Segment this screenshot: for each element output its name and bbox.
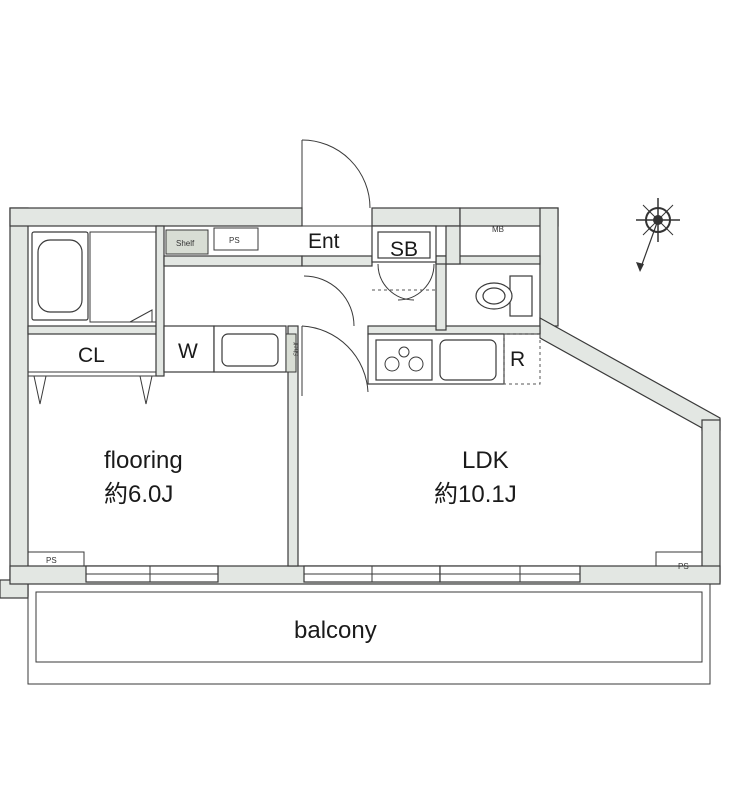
ps-left-label: PS bbox=[46, 556, 57, 565]
shelf-bath-label: Shelf bbox=[176, 239, 195, 248]
compass-rose-icon bbox=[636, 198, 680, 272]
kitchen bbox=[367, 333, 541, 385]
ldk-door bbox=[301, 275, 369, 396]
entrance-door bbox=[301, 139, 437, 263]
ps-right: PS bbox=[655, 551, 703, 571]
bathroom bbox=[31, 231, 157, 323]
ps-right-label: PS bbox=[678, 562, 689, 571]
meter-box-label: MB bbox=[492, 225, 504, 234]
fridge-label: R bbox=[510, 348, 525, 371]
washer-label: W bbox=[178, 340, 198, 363]
closet-label: CL bbox=[78, 344, 105, 367]
ps-top-label: PS bbox=[229, 236, 240, 245]
entrance-label: Ent bbox=[308, 230, 340, 253]
toilet-door bbox=[372, 263, 436, 301]
ps-top: PS bbox=[213, 227, 259, 251]
washer-area: Shelf bbox=[163, 325, 300, 373]
bedroom-size-label: 約6.0J bbox=[104, 481, 173, 508]
ldk-size-label: 約10.1J bbox=[434, 481, 517, 508]
interior-walls bbox=[27, 225, 541, 567]
windows bbox=[85, 565, 581, 583]
shoe-box-label: SB bbox=[390, 238, 418, 261]
closet-doors bbox=[33, 375, 153, 405]
toilet bbox=[475, 275, 533, 317]
shelf-bath: Shelf bbox=[165, 229, 209, 255]
balcony bbox=[27, 583, 711, 685]
bedroom-type-label: flooring bbox=[104, 447, 183, 474]
ldk-label: LDK bbox=[462, 447, 509, 474]
balcony-label: balcony bbox=[294, 617, 377, 644]
ps-left: PS bbox=[27, 551, 85, 567]
shelf-hall-label: Shelf bbox=[294, 342, 300, 356]
